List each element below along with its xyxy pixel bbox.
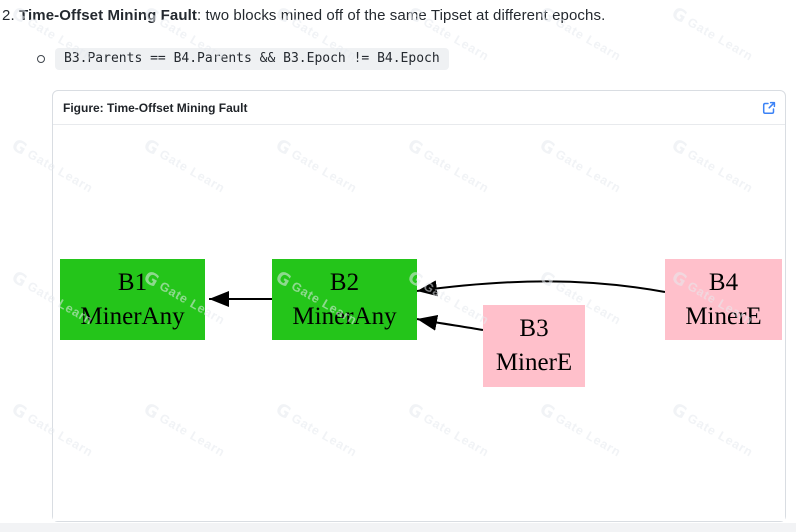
gate-logo-icon: G	[668, 3, 691, 28]
bullet-circle-marker	[37, 55, 45, 63]
diagram-edges	[209, 280, 666, 331]
gate-logo-icon: G	[8, 267, 31, 292]
block-label: B1	[117, 268, 148, 296]
block-label: B2	[329, 268, 360, 296]
gate-logo-icon: G	[8, 399, 31, 424]
list-item-heading: 2. Time-Offset Mining Fault: two blocks …	[2, 6, 605, 26]
bottom-strip	[0, 523, 796, 532]
figure-title: Figure: Time-Offset Mining Fault	[63, 100, 248, 115]
external-link-icon[interactable]	[762, 101, 776, 115]
gate-logo-icon: G	[8, 135, 31, 160]
heading-number: 2.	[2, 7, 15, 24]
block-label: B4	[708, 268, 739, 296]
block-miner: MinerE	[685, 302, 762, 330]
code-snippet: B3.Parents == B4.Parents && B3.Epoch != …	[55, 48, 449, 70]
block-miner: MinerE	[495, 349, 573, 376]
edge-B4-to-B2	[416, 280, 666, 297]
block-miner: MinerAny	[292, 302, 397, 330]
watermark-text: Gate Learn	[685, 14, 756, 64]
block-label: B3	[519, 315, 549, 342]
heading-rest: : two blocks mined off of the same Tipse…	[196, 7, 606, 24]
figure-card-header: Figure: Time-Offset Mining Fault	[53, 91, 785, 125]
block-miner: MinerAny	[80, 302, 185, 330]
heading-bold-term: Time-Offset Mining Fault	[19, 7, 197, 24]
edge-B3-to-B2	[416, 314, 484, 331]
